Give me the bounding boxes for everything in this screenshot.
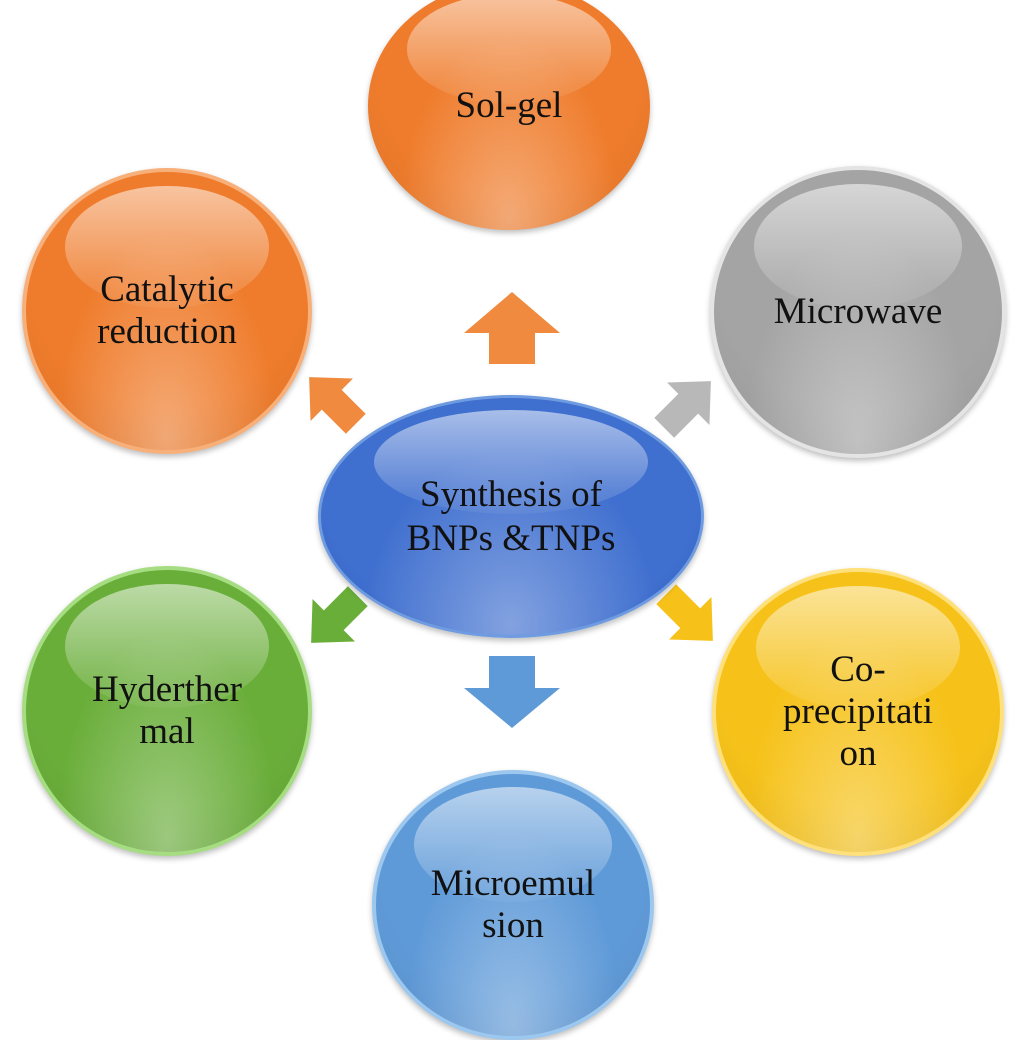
method-label-co-precipitation: Co- precipitati on bbox=[783, 649, 933, 774]
method-node-microwave: Microwave bbox=[710, 166, 1006, 458]
arrow-lower-left-icon bbox=[311, 586, 368, 643]
method-node-microemulsion: Microemul sion bbox=[372, 770, 654, 1040]
arrow-up-icon bbox=[464, 292, 560, 364]
method-label-hyderthermal: Hyderther mal bbox=[92, 669, 242, 752]
method-label-microemulsion: Microemul sion bbox=[430, 863, 596, 946]
method-label-catalytic-reduction: Catalytic reduction bbox=[97, 269, 237, 352]
method-node-catalytic-reduction: Catalytic reduction bbox=[22, 168, 312, 454]
arrow-upper-right-icon bbox=[654, 381, 711, 438]
center-node: Synthesis of BNPs &TNPs bbox=[318, 395, 704, 638]
method-node-co-precipitation: Co- precipitati on bbox=[712, 568, 1004, 856]
arrow-upper-left-icon bbox=[309, 377, 366, 434]
arrow-down-icon bbox=[464, 656, 560, 728]
method-node-sol-gel: Sol-gel bbox=[368, 0, 650, 230]
arrow-lower-right-icon bbox=[656, 584, 713, 641]
method-label-microwave: Microwave bbox=[773, 291, 943, 332]
method-label-sol-gel: Sol-gel bbox=[455, 85, 563, 126]
method-node-hyderthermal: Hyderther mal bbox=[22, 566, 312, 856]
center-node-label: Synthesis of BNPs &TNPs bbox=[406, 473, 616, 559]
